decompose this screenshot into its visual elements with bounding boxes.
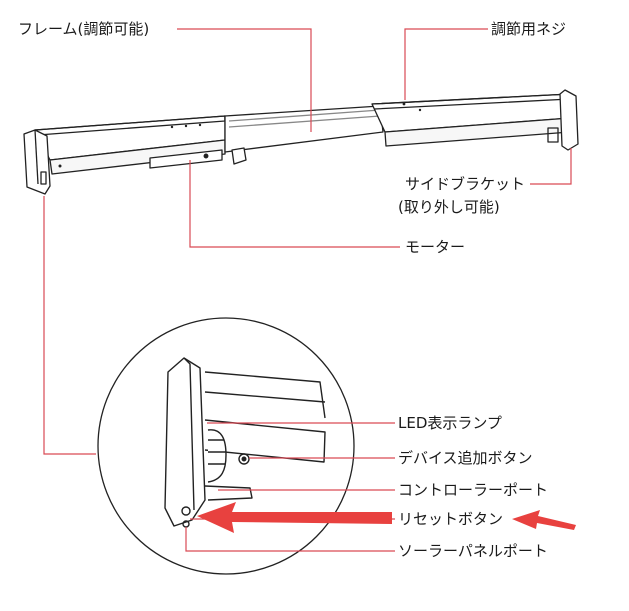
- adjust-screw-marks: [58, 102, 422, 168]
- motor-housing: [149, 147, 247, 169]
- leader-frame: [177, 28, 312, 132]
- frame-middle-tube: [224, 105, 384, 153]
- right-end-cap: [547, 89, 579, 151]
- arrow-to-reset-left: [197, 502, 392, 533]
- frame-left-section: [34, 115, 226, 175]
- label-led: LED表示ランプ: [398, 414, 502, 432]
- label-motor: モーター: [405, 238, 466, 256]
- label-pair-button: デバイス追加ボタン: [398, 449, 533, 467]
- leader-solar-port: [185, 527, 395, 552]
- label-solar-port: ソーラーパネルポート: [398, 542, 548, 560]
- label-side-bracket: サイドブラケット: [405, 175, 526, 193]
- label-frame: フレーム(調節可能): [18, 20, 150, 38]
- detail-magnifier: [97, 317, 355, 575]
- reset-arrows: [197, 502, 576, 533]
- label-controller-port: コントローラーポート: [398, 481, 549, 499]
- leader-side-bracket: [530, 148, 572, 185]
- leader-adjust-screw: [404, 28, 488, 100]
- frame-right-section: [371, 93, 571, 147]
- label-side-bracket-note: (取り外し可能): [398, 198, 500, 216]
- leader-end-cap: [43, 196, 96, 455]
- leader-motor: [189, 160, 400, 248]
- label-reset-button: リセットボタン: [398, 510, 504, 528]
- left-end-cap: [23, 129, 51, 195]
- label-adjust-screw: 調節用ネジ: [491, 20, 567, 38]
- arrow-to-reset-right: [512, 510, 576, 530]
